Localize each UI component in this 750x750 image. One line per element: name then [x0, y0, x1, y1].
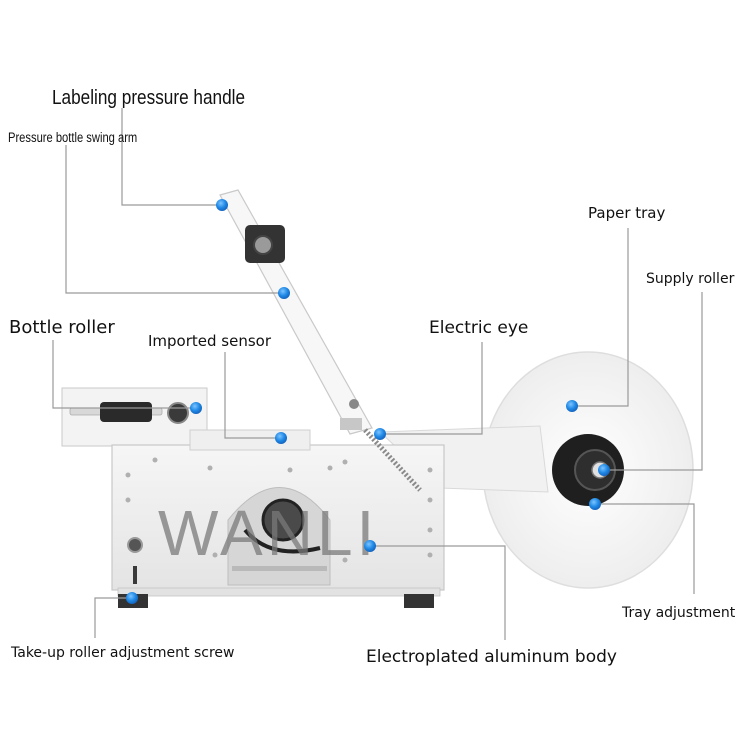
- label-labeling-pressure-handle: Labeling pressure handle: [52, 86, 245, 109]
- body-screws: [125, 457, 433, 563]
- marker-pressure-bottle-swing-arm: [278, 287, 290, 299]
- label-tray-adjustment: Tray adjustment: [621, 605, 736, 621]
- callout-labels: Labeling pressure handle Pressure bottle…: [8, 86, 736, 667]
- leader-bottle-roller: [52, 340, 196, 409]
- marker-paper-tray: [566, 400, 578, 412]
- body-base: [117, 587, 441, 597]
- leader-take-up-roller-screw: [94, 597, 132, 638]
- electric-eye-bracket: [340, 418, 362, 430]
- callout-markers: [126, 199, 610, 604]
- spring: [363, 428, 422, 492]
- leader-pressure-bottle-swing-arm: [65, 145, 284, 294]
- swing-arm-pivot: [349, 399, 359, 409]
- swing-arm: [219, 189, 373, 435]
- body-upper-step: [189, 429, 311, 451]
- swing-arm-hub: [253, 235, 273, 255]
- marker-labeling-pressure-handle: [216, 199, 228, 211]
- take-up-adjust-knob: [127, 537, 143, 553]
- take-up-screw-slot: [133, 566, 137, 584]
- leader-imported-sensor: [224, 352, 281, 439]
- label-electroplated-body: Electroplated aluminum body: [366, 647, 617, 667]
- leader-paper-tray: [572, 228, 629, 407]
- leader-supply-roller: [604, 292, 703, 471]
- internal-roller: [261, 498, 305, 542]
- marker-bottle-roller: [190, 402, 202, 414]
- label-take-up-roller-screw: Take-up roller adjustment screw: [10, 645, 235, 661]
- label-bottle-roller: Bottle roller: [9, 317, 115, 338]
- marker-take-up-roller-screw: [126, 592, 138, 604]
- label-supply-roller: Supply roller: [646, 271, 735, 287]
- marker-imported-sensor: [275, 432, 287, 444]
- label-electric-eye: Electric eye: [429, 318, 528, 338]
- machine-illustration: [61, 189, 694, 608]
- label-pressure-bottle-swing-arm: Pressure bottle swing arm: [8, 130, 137, 145]
- leader-electroplated-body: [370, 545, 506, 640]
- bottle-roller-black-roller: [100, 402, 152, 422]
- bottle-roller-wheel: [167, 402, 189, 424]
- right-foot: [404, 594, 434, 608]
- internal-rail: [232, 566, 327, 571]
- leader-labeling-pressure-handle: [121, 108, 222, 206]
- label-paper-tray: Paper tray: [588, 204, 665, 222]
- leader-electric-eye: [380, 342, 483, 435]
- marker-electric-eye: [374, 428, 386, 440]
- label-imported-sensor: Imported sensor: [148, 332, 272, 350]
- internal-cable: [243, 528, 321, 554]
- watermark: WANLI: [158, 497, 378, 569]
- marker-electroplated-body: [364, 540, 376, 552]
- marker-tray-adjustment: [589, 498, 601, 510]
- marker-supply-roller: [598, 464, 610, 476]
- leader-lines: [52, 108, 703, 640]
- leader-tray-adjustment: [595, 503, 695, 594]
